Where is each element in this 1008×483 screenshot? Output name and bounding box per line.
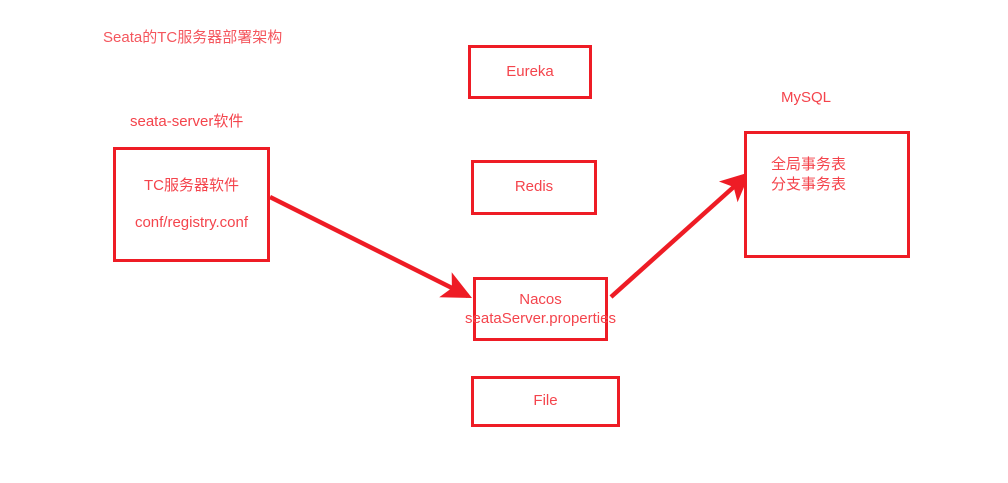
node-file-label: File xyxy=(533,392,558,410)
node-tc-server[interactable]: TC服务器软件 conf/registry.conf xyxy=(113,147,270,262)
connector-tc-server-to-nacos xyxy=(268,194,473,299)
node-nacos-line1: Nacos xyxy=(519,290,562,308)
node-tc-server-line1: TC服务器软件 xyxy=(144,176,239,194)
node-redis[interactable]: Redis xyxy=(471,160,597,215)
node-file[interactable]: File xyxy=(471,376,620,427)
node-redis-label: Redis xyxy=(514,178,554,196)
node-mysql[interactable]: 全局事务表 分支事务表 xyxy=(744,131,910,258)
connector-nacos-to-mysql xyxy=(609,171,751,299)
caption-mysql: MySQL xyxy=(781,89,832,106)
node-nacos-line2: seataServer.properties xyxy=(465,310,616,327)
diagram-title: Seata的TC服务器部署架构 xyxy=(103,29,283,46)
node-tc-server-line2: conf/registry.conf xyxy=(134,213,249,231)
node-eureka-label: Eureka xyxy=(506,62,554,80)
node-mysql-line2: 分支事务表 xyxy=(771,176,847,194)
node-eureka[interactable]: Eureka xyxy=(468,45,592,99)
node-nacos[interactable]: Nacos seataServer.properties xyxy=(465,277,616,341)
caption-seata-server: seata-server软件 xyxy=(130,113,244,130)
node-mysql-line1: 全局事务表 xyxy=(771,156,847,173)
